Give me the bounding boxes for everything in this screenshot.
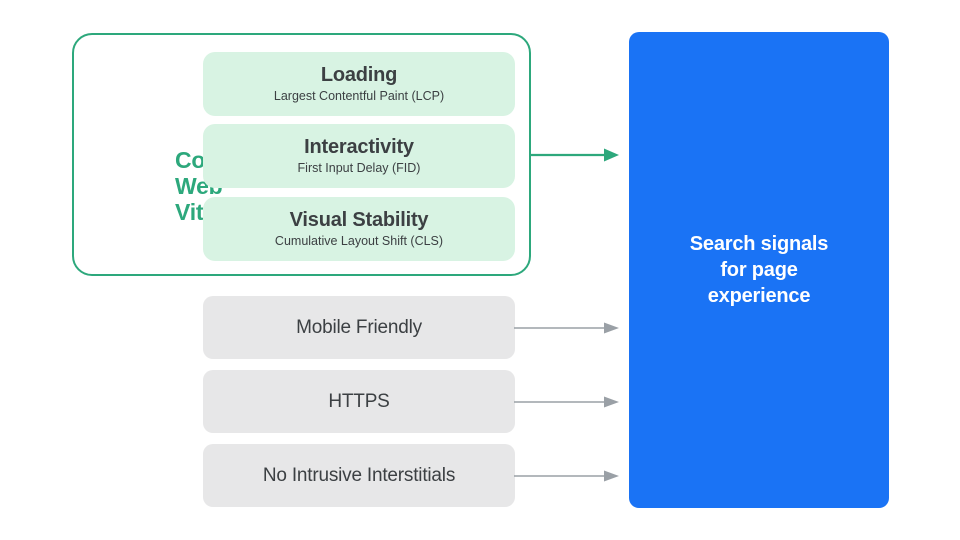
metric-card-interactivity[interactable]: Interactivity First Input Delay (FID) — [203, 124, 515, 188]
signal-box-https[interactable]: HTTPS — [203, 370, 515, 433]
signal-box-mobile-friendly-label: Mobile Friendly — [296, 317, 422, 338]
metric-card-loading[interactable]: Loading Largest Contentful Paint (LCP) — [203, 52, 515, 116]
signal-box-no-intrusive-interstitials-label: No Intrusive Interstitials — [262, 465, 456, 486]
metric-card-visual-stability-subtitle: Cumulative Layout Shift (CLS) — [274, 234, 444, 248]
metric-card-interactivity-subtitle: First Input Delay (FID) — [297, 161, 421, 175]
metric-card-loading-subtitle: Largest Contentful Paint (LCP) — [273, 89, 445, 103]
signal-box-https-label: HTTPS — [328, 391, 390, 412]
metric-card-loading-title: Loading — [320, 64, 398, 86]
metric-card-interactivity-title: Interactivity — [304, 136, 414, 158]
outcome-panel-text: Search signals for page experience — [689, 233, 829, 307]
signal-box-mobile-friendly[interactable]: Mobile Friendly — [203, 296, 515, 359]
arrow-mobile-friendly-to-outcome-icon — [514, 318, 621, 338]
signal-box-no-intrusive-interstitials[interactable]: No Intrusive Interstitials — [203, 444, 515, 507]
metric-card-visual-stability-title: Visual Stability — [289, 209, 429, 231]
arrow-https-to-outcome-icon — [514, 392, 621, 412]
arrow-no-intrusive-interstitials-to-outcome-icon — [514, 466, 621, 486]
metric-card-visual-stability[interactable]: Visual Stability Cumulative Layout Shift… — [203, 197, 515, 261]
arrow-core-web-vitals-to-outcome-icon — [529, 145, 621, 165]
outcome-panel-search-signals[interactable]: Search signals for page experience — [629, 32, 889, 508]
